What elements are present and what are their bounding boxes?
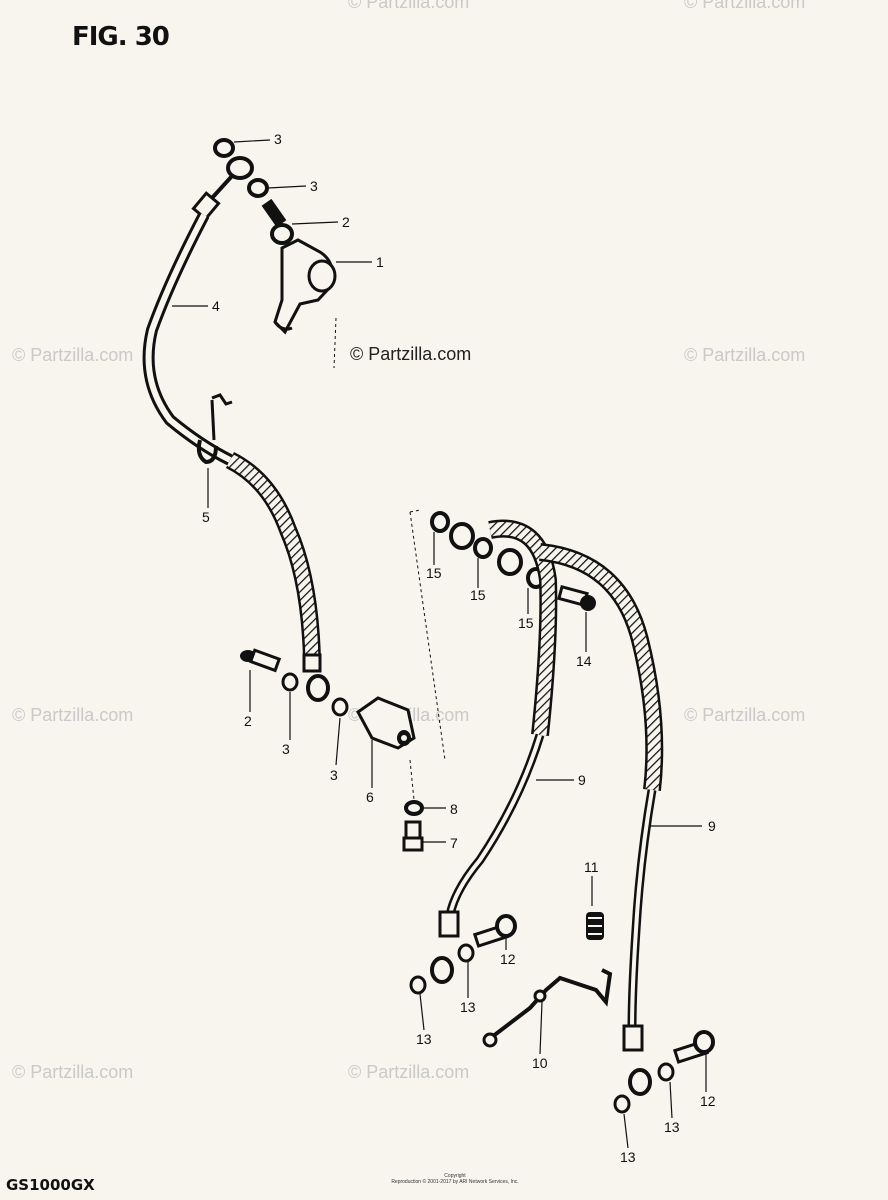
model-code: GS1000GX	[6, 1176, 95, 1194]
hose-bracket	[482, 968, 613, 1048]
footer-line-2: Reproduction © 2001-2017 by ARI Network …	[391, 1179, 519, 1185]
callout-12: 12	[700, 1093, 716, 1109]
callout-15: 15	[518, 615, 534, 631]
callout-4: 4	[212, 298, 220, 314]
figure-title: FIG. 30	[72, 22, 170, 52]
watermark: © Partzilla.com	[684, 0, 806, 12]
callout-7: 7	[450, 835, 458, 851]
footer-line-1: Copyright	[444, 1173, 466, 1179]
callout-labels: 1 2 3 3 3 4 5 2 3 3 6 7 8 15 15 15 14 9 …	[202, 131, 716, 1165]
watermark: © Partzilla.com	[12, 345, 134, 365]
callout-13: 13	[664, 1119, 680, 1135]
gasket	[213, 138, 269, 198]
copyright-watermark: © Partzilla.com	[350, 344, 472, 364]
callout-15: 15	[426, 565, 442, 581]
union-bolt-12a	[472, 914, 517, 948]
callout-1: 1	[376, 254, 384, 270]
bleeder-cap	[586, 912, 604, 940]
footer-note: Copyright Reproduction © 2001-2017 by AR…	[370, 1173, 540, 1185]
callout-5: 5	[202, 509, 210, 525]
callout-9: 9	[578, 772, 586, 788]
callout-10: 10	[532, 1055, 548, 1071]
watermark: © Partzilla.com	[348, 1062, 470, 1082]
hose-banjo-upper	[191, 156, 254, 221]
callout-3: 3	[330, 767, 338, 783]
callout-2: 2	[244, 713, 252, 729]
brake-hose-lower-2	[627, 789, 657, 1031]
upper-brake-hose	[142, 212, 233, 466]
bolt-and-washer	[402, 800, 424, 852]
union-bolt-right	[557, 585, 596, 611]
callout-3: 3	[274, 131, 282, 147]
callout-13: 13	[416, 1031, 432, 1047]
leader-guides	[333, 317, 446, 801]
hose-clamp	[196, 393, 233, 465]
callout-15: 15	[470, 587, 486, 603]
union-bolt-lower	[240, 648, 282, 673]
callout-9: 9	[708, 818, 716, 834]
callout-3: 3	[310, 178, 318, 194]
hose-banjo-lower-left	[281, 672, 349, 717]
watermark: © Partzilla.com	[684, 705, 806, 725]
watermark: © Partzilla.com	[12, 705, 134, 725]
callout-12: 12	[500, 951, 516, 967]
brake-hose-lower-1	[445, 733, 545, 917]
brake-hose-joint	[356, 696, 416, 750]
gaskets-upper-right	[430, 511, 546, 589]
hose-fitting-lower-2	[613, 1024, 675, 1114]
watermark: © Partzilla.com	[684, 345, 806, 365]
callout-13: 13	[620, 1149, 636, 1165]
callout-6: 6	[366, 789, 374, 805]
callout-3: 3	[282, 741, 290, 757]
callout-2: 2	[342, 214, 350, 230]
watermark: © Partzilla.com	[12, 1062, 134, 1082]
hose-fitting-lower-1	[409, 910, 475, 995]
callout-14: 14	[576, 653, 592, 669]
callout-8: 8	[450, 801, 458, 817]
union-bolt-12b	[672, 1030, 715, 1064]
callout-13: 13	[460, 999, 476, 1015]
master-cylinder-fitting	[273, 238, 337, 335]
watermark: © Partzilla.com	[348, 0, 470, 12]
union-bolt	[261, 198, 294, 245]
callout-leaders	[172, 139, 707, 1149]
callout-11: 11	[584, 859, 599, 875]
